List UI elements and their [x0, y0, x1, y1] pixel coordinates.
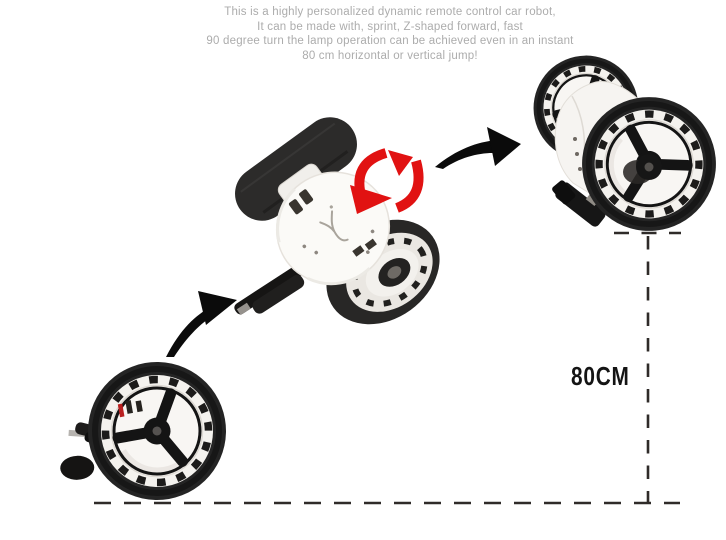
- led-detail: [117, 400, 143, 418]
- description-line: This is a highly personalized dynamic re…: [224, 6, 556, 18]
- hub-motor-detail: [623, 154, 662, 184]
- description-line: It can be made with, sprint, Z-shaped fo…: [257, 20, 523, 33]
- flip-rotation-icon: [350, 148, 424, 214]
- front-wheel: [77, 351, 237, 511]
- trajectory-arrow-1-icon: [166, 291, 237, 357]
- logo-glyph: [319, 205, 349, 242]
- product-description: This is a highly personalized dynamic re…: [54, 5, 726, 63]
- description-line: 80 cm horizontal or vertical jump!: [302, 49, 478, 62]
- description-line: 90 degree turn the lamp operation can be…: [206, 35, 574, 48]
- trajectory-arrow-2-icon: [435, 127, 521, 169]
- rc-car-flipping-photo: [234, 117, 440, 325]
- height-label: 80CM: [571, 361, 630, 391]
- rc-car-airborne-photo: [524, 46, 726, 255]
- rc-car-upright-photo: [60, 351, 237, 517]
- chassis-arm: [234, 263, 306, 316]
